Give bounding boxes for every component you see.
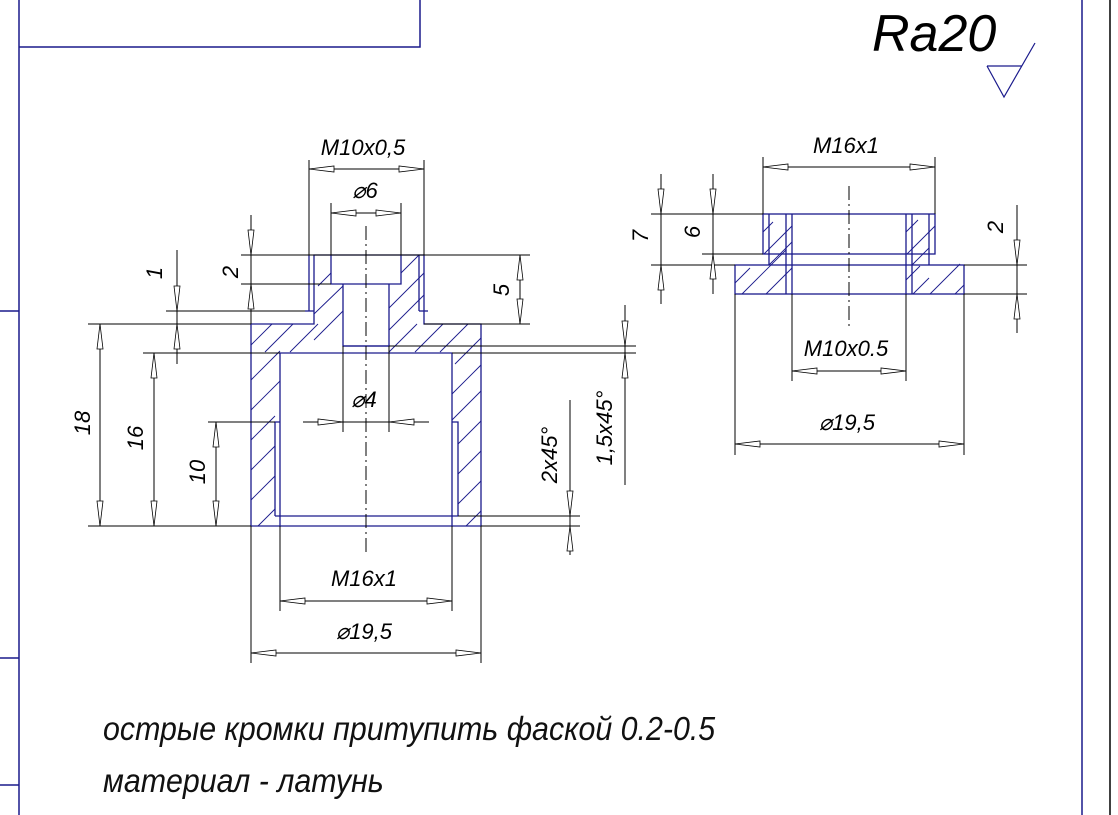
dim-top-thread: M16x1: [813, 133, 879, 158]
roughness-label: Ra20: [872, 5, 997, 63]
dimension-arrows-right: [657, 163, 1021, 448]
dim-height-body: 16: [123, 425, 148, 450]
note-edges: острые кромки притупить фаской 0.2-0.5: [103, 710, 716, 747]
dim-top-height: 5: [489, 283, 514, 296]
dim-outer-diameter: ⌀19,5: [336, 619, 393, 644]
dim-chamfer-bottom: 2x45°: [537, 427, 562, 485]
part-left-section: M10x0,5 ⌀6 ⌀4 M16x1 ⌀19,5 18 16 10 1 2 5…: [70, 135, 636, 663]
roughness-symbol-icon: [986, 42, 1036, 99]
dim-step-1: 1: [142, 267, 167, 279]
dim-top-bore: ⌀6: [352, 178, 378, 203]
hatching: [734, 219, 965, 295]
dim-chamfer-top: 1,5x45°: [592, 390, 617, 465]
dim-flange: 2: [983, 221, 1008, 234]
dim-height-total: 7: [628, 229, 653, 242]
dim-thread-depth: 10: [185, 459, 210, 484]
dim-top-thread: M10x0,5: [321, 135, 406, 160]
dim-bore-thread: M10x0.5: [804, 336, 889, 361]
dim-outer-diameter: ⌀19,5: [819, 410, 876, 435]
hatching: [250, 254, 482, 527]
dim-height-total: 18: [70, 410, 95, 435]
dim-height-upper: 6: [680, 225, 705, 238]
part-right-section: M16x1 M10x0.5 ⌀19,5 7 6 2: [628, 133, 1027, 455]
note-material: материал - латунь: [103, 762, 384, 799]
dim-inner-bore: ⌀4: [351, 387, 376, 412]
dim-bottom-thread: M16x1: [331, 566, 397, 591]
title-box-top: [19, 0, 421, 48]
dim-step-2: 2: [218, 266, 243, 279]
dimension-arrows-left: [96, 165, 629, 657]
